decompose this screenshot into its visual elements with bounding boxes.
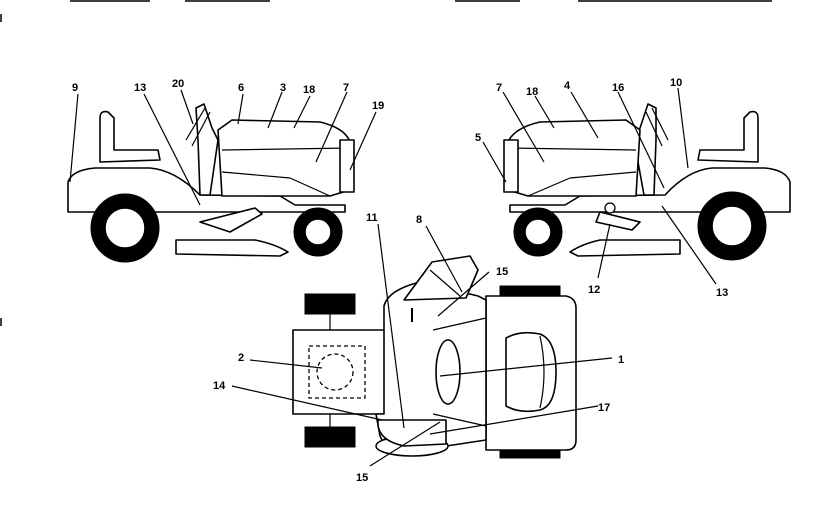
label-14: 14 (213, 380, 226, 392)
label-18: 18 (303, 84, 315, 96)
front-wheel-top-2 (304, 426, 356, 448)
label-7-right: 7 (496, 82, 502, 94)
right-side-view: 7 18 4 16 10 5 12 13 (475, 77, 791, 299)
label-1: 1 (618, 354, 624, 366)
label-17: 17 (598, 402, 610, 414)
seat-top (505, 331, 557, 413)
label-18-right: 18 (526, 86, 538, 98)
label-12: 12 (588, 284, 600, 296)
label-4: 4 (564, 80, 571, 92)
steering-column-shape (195, 103, 219, 196)
label-9: 9 (72, 82, 78, 94)
label-5: 5 (475, 132, 481, 144)
label-15-bottom: 15 (356, 472, 368, 484)
hood-top-dashed-box (308, 345, 366, 399)
deck-shape (175, 239, 289, 257)
seat-shape-right (697, 110, 759, 163)
raised-panel-top (403, 255, 479, 301)
left-side-view: 9 13 20 6 3 18 7 19 (67, 78, 384, 263)
label-2: 2 (238, 352, 244, 364)
label-11: 11 (366, 212, 378, 224)
deck-shape-right (569, 239, 681, 257)
label-20: 20 (172, 78, 184, 90)
hood-shape-right (507, 119, 641, 197)
label-15-top: 15 (496, 266, 508, 278)
label-13: 13 (134, 82, 146, 94)
pedal-shape (199, 207, 263, 233)
label-10: 10 (670, 77, 682, 89)
front-wheel-top-1 (304, 293, 356, 315)
top-view: 11 8 15 2 1 14 17 15 (213, 212, 624, 484)
label-3: 3 (280, 82, 286, 94)
steering-wheel-top (435, 339, 461, 405)
grille-shape (339, 139, 355, 193)
seat-shape (99, 110, 161, 163)
pedal-shape-right (595, 211, 641, 231)
label-7: 7 (343, 82, 349, 94)
label-16: 16 (612, 82, 624, 94)
label-6: 6 (238, 82, 244, 94)
label-13-right: 13 (716, 287, 728, 299)
label-19: 19 (372, 100, 384, 112)
deck-cover-top (377, 419, 447, 447)
label-8: 8 (416, 214, 422, 226)
grille-shape-right (503, 139, 519, 193)
